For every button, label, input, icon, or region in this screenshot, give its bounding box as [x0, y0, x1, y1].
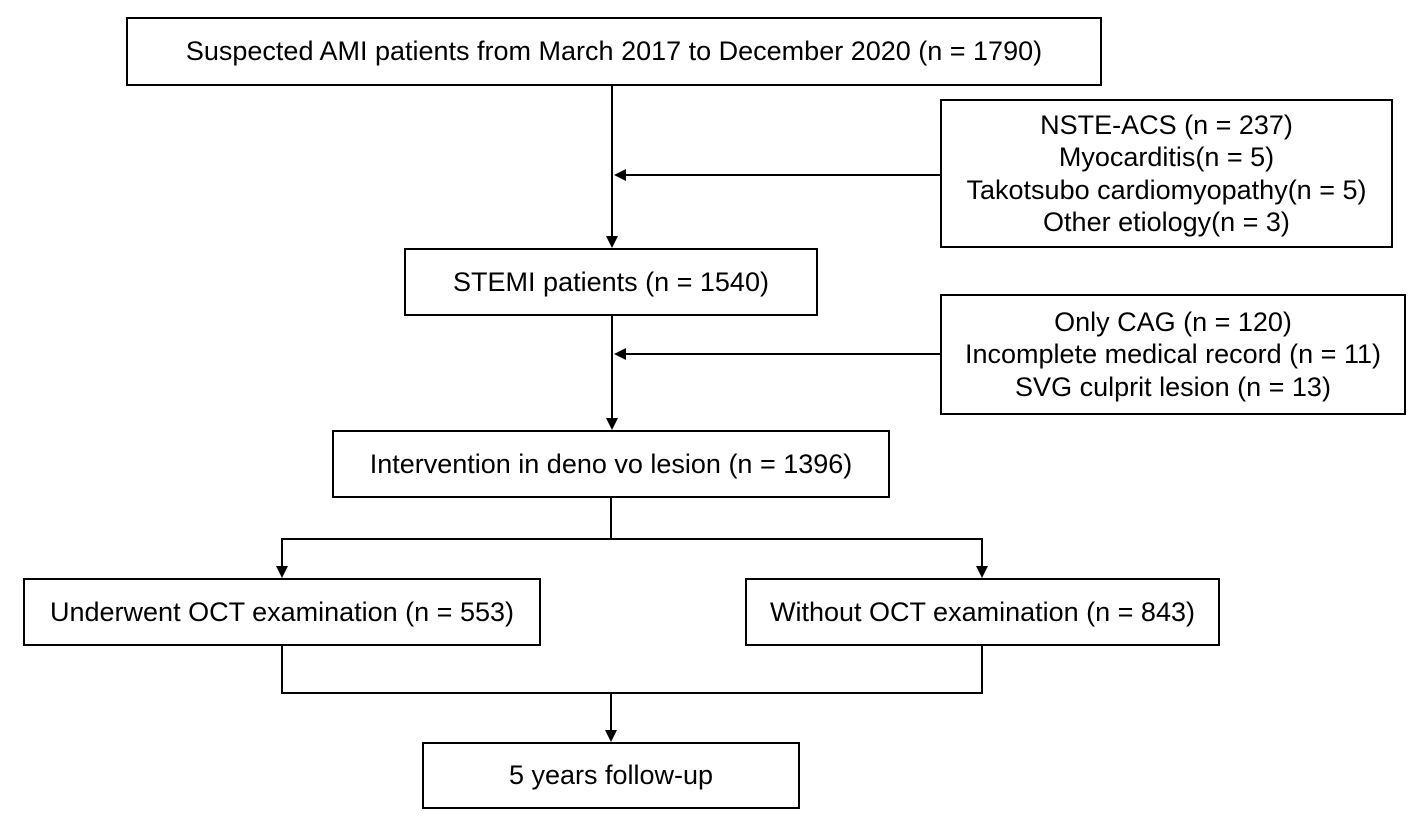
box-stemi-patients: STEMI patients (n = 1540) [404, 248, 818, 316]
arrowhead-to-followup [605, 730, 617, 742]
box-screened-patients: Suspected AMI patients from March 2017 t… [126, 17, 1102, 86]
arrowhead-to-no-oct [976, 566, 988, 578]
exclusion-other-etiology: Other etiology(n = 3) [1043, 206, 1290, 237]
arrowhead-exclusions-1 [614, 169, 626, 181]
box-oct-group: Underwent OCT examination (n = 553) [23, 578, 541, 646]
arrowhead-to-intervention [606, 418, 618, 430]
box-no-oct-group: Without OCT examination (n = 843) [745, 578, 1220, 646]
box-follow-up: 5 years follow-up [422, 742, 800, 809]
box-exclusions-2: Only CAG (n = 120) Incomplete medical re… [940, 294, 1406, 415]
box-stemi-text: STEMI patients (n = 1540) [453, 266, 769, 297]
arrowhead-to-oct [276, 566, 288, 578]
exclusion-nste-acs: NSTE-ACS (n = 237) [1040, 109, 1293, 140]
arrowhead-to-stemi [606, 236, 618, 248]
box-exclusions-1: NSTE-ACS (n = 237) Myocarditis(n = 5) Ta… [940, 99, 1393, 248]
box-follow-up-text: 5 years follow-up [508, 760, 714, 791]
box-screened-text: Suspected AMI patients from March 2017 t… [185, 36, 1043, 67]
arrowhead-exclusions-2 [614, 348, 626, 360]
box-no-oct-text: Without OCT examination (n = 843) [770, 596, 1195, 627]
exclusion-incomplete-record: Incomplete medical record (n = 11) [965, 339, 1381, 370]
box-oct-text: Underwent OCT examination (n = 553) [50, 596, 514, 627]
exclusion-svg-culprit: SVG culprit lesion (n = 13) [1015, 371, 1331, 402]
box-intervention: Intervention in deno vo lesion (n = 1396… [332, 430, 890, 498]
box-intervention-text: Intervention in deno vo lesion (n = 1396… [369, 448, 853, 479]
exclusion-only-cag: Only CAG (n = 120) [1054, 306, 1292, 337]
exclusion-takotsubo: Takotsubo cardiomyopathy(n = 5) [966, 174, 1367, 205]
exclusion-myocarditis: Myocarditis(n = 5) [1058, 142, 1275, 173]
